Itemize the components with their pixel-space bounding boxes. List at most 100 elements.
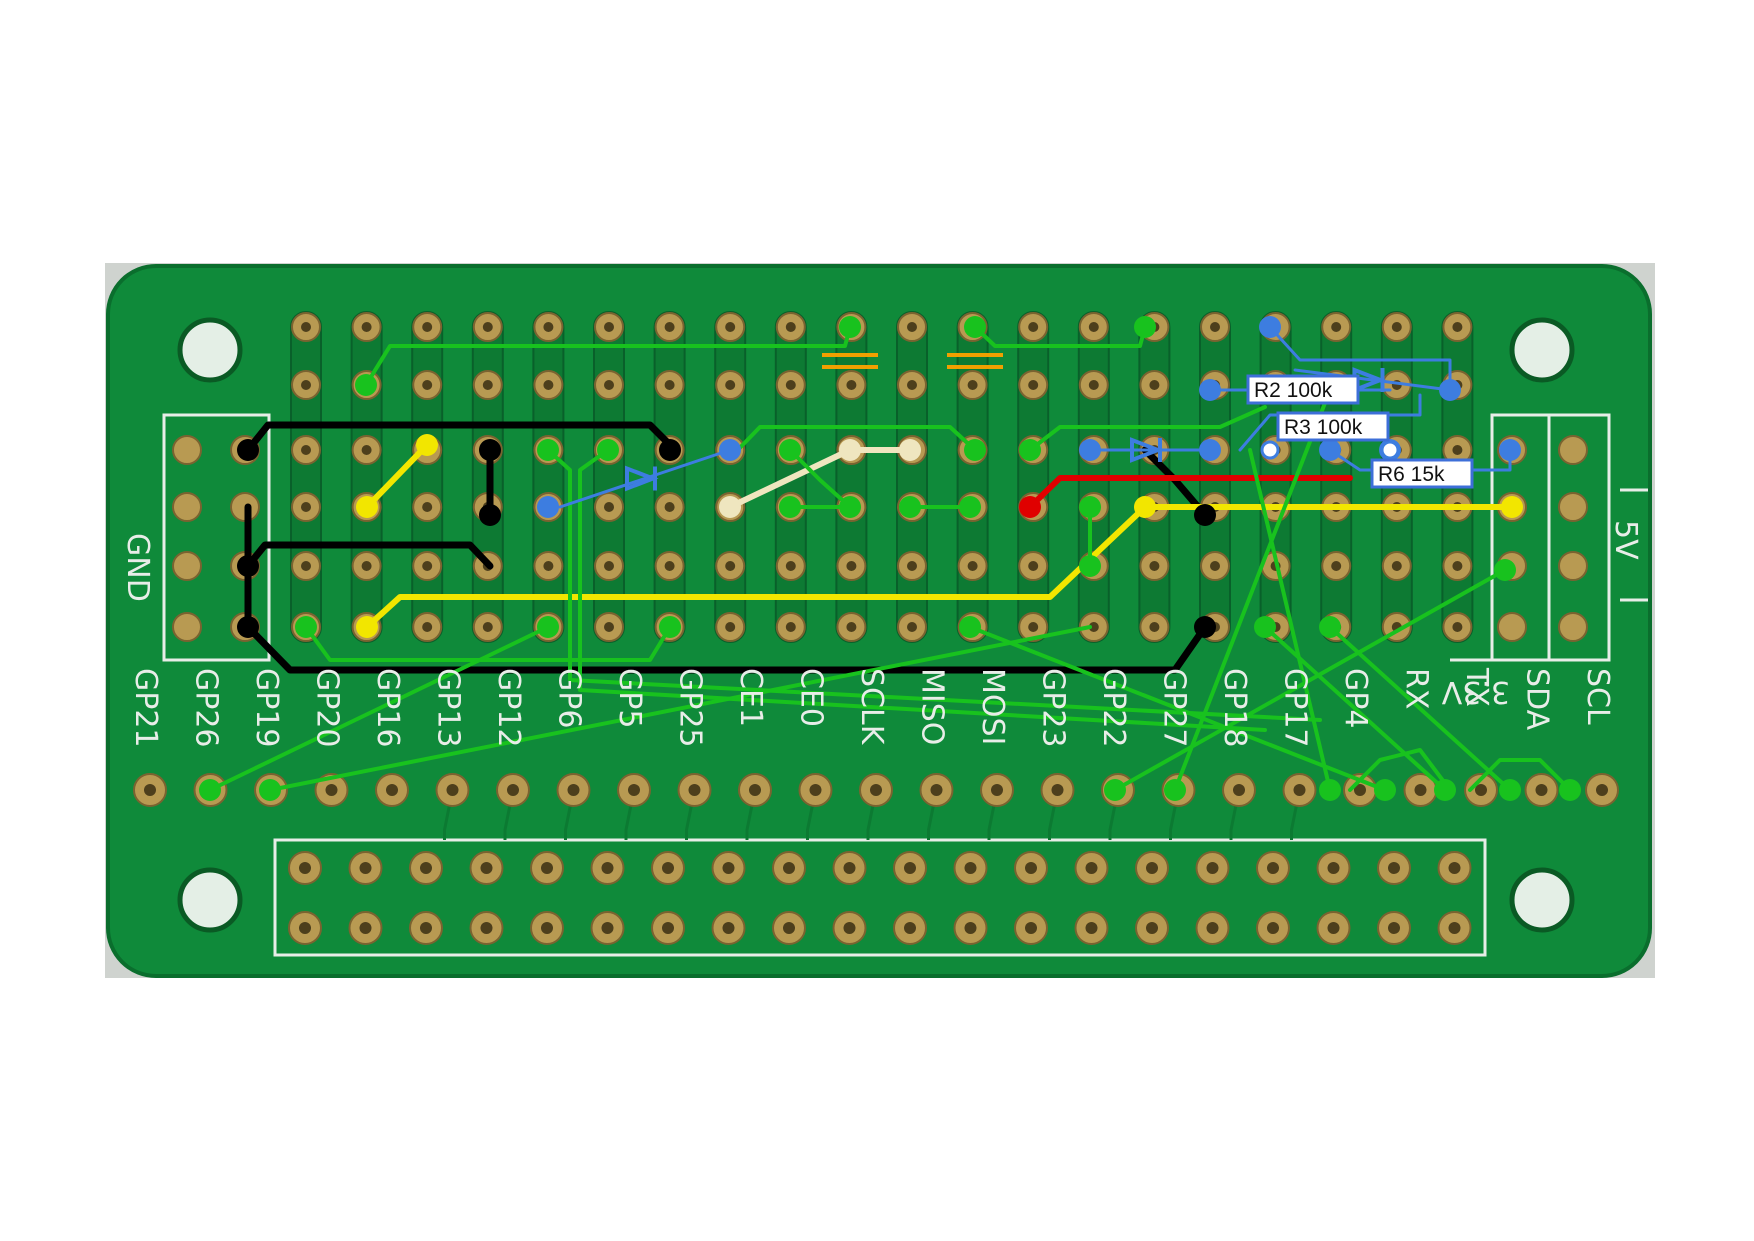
pad-hole <box>664 380 675 390</box>
green-wire <box>546 448 1322 722</box>
strip-track <box>1017 311 1050 643</box>
resistor-r3: R3 100k <box>1276 411 1390 442</box>
resistor-r6-label: R6 15k <box>1378 463 1445 486</box>
gnd-rail-outline <box>162 413 271 662</box>
mounting-hole <box>177 317 243 383</box>
pad-hole <box>482 622 493 632</box>
yellow-dot <box>1501 496 1523 518</box>
pad-hole <box>325 784 338 796</box>
pad-hole <box>725 380 736 390</box>
pad-hole <box>1452 622 1463 632</box>
pad-hole <box>722 862 735 874</box>
pad-hole <box>1085 922 1098 934</box>
green-wire <box>1248 448 1332 792</box>
pad-hole <box>662 922 674 934</box>
black-wire <box>244 541 494 570</box>
green-dot <box>1079 496 1101 518</box>
black-dot <box>479 439 501 461</box>
gnd-label: GND <box>120 533 155 602</box>
pad-hole <box>1293 784 1306 796</box>
pad-hole <box>601 922 614 934</box>
gnd-pad <box>172 551 202 581</box>
pad-hole <box>664 502 675 512</box>
yellow-dot <box>1134 496 1156 518</box>
green-dot <box>295 616 317 638</box>
green-dot <box>1134 316 1156 338</box>
pad-hole <box>991 784 1003 796</box>
green-dot <box>537 439 559 461</box>
black-dot <box>659 439 681 461</box>
pad-hole <box>1354 784 1366 796</box>
pad-hole <box>541 922 553 934</box>
blue-dot <box>719 439 741 461</box>
green-dot <box>1434 779 1456 801</box>
green-dot <box>1019 439 1041 461</box>
pad-hole <box>480 862 493 874</box>
black-dot <box>237 439 259 461</box>
pad-hole <box>1028 380 1039 390</box>
pad-hole <box>846 380 857 390</box>
pad-hole <box>1391 561 1402 571</box>
green-wire <box>268 625 1092 792</box>
yellow-dot <box>356 496 378 518</box>
green-dot <box>959 616 981 638</box>
pad-hole <box>1452 561 1463 571</box>
pad-hole <box>1088 622 1099 632</box>
pad-hole <box>601 862 614 874</box>
pcb-outline <box>106 264 1652 978</box>
diode-d2 <box>1130 437 1164 463</box>
pad-hole <box>1535 784 1548 796</box>
green-dot <box>1079 555 1101 577</box>
green-wire <box>728 425 977 460</box>
pad-hole <box>1028 622 1039 632</box>
pad-hole <box>482 380 493 390</box>
green-dot <box>1164 779 1186 801</box>
pad-hole <box>907 622 917 632</box>
pad-hole <box>907 561 917 571</box>
green-dot <box>959 496 981 518</box>
pad-hole <box>1267 862 1279 874</box>
black-dot <box>1194 504 1216 526</box>
pad-hole <box>543 561 554 571</box>
pad-hole <box>1149 561 1160 571</box>
strip-track <box>290 311 322 643</box>
pad-hole <box>725 561 736 571</box>
pad-hole <box>1206 862 1219 874</box>
pad-hole <box>1331 561 1342 571</box>
pad-hole <box>1085 862 1098 874</box>
green-wire <box>968 625 1387 792</box>
resistor-r6: R6 15k <box>1370 458 1474 489</box>
green-wire <box>1328 625 1512 792</box>
pad-hole <box>604 561 614 571</box>
strip-track <box>956 311 989 643</box>
pad-hole <box>1210 561 1220 571</box>
pad-hole <box>604 322 614 332</box>
pad-hole <box>301 502 311 512</box>
pad-hole <box>359 922 372 934</box>
pad-hole <box>870 784 882 796</box>
pad-hole <box>1475 784 1487 796</box>
blue-dot <box>537 496 559 518</box>
pin-label-ce0: CE0 <box>794 668 829 727</box>
pad-hole <box>907 322 917 332</box>
resistor-r3-label: R3 100k <box>1284 416 1363 439</box>
black-wire <box>244 623 1209 674</box>
blue-dot <box>1499 439 1521 461</box>
green-dot <box>659 616 681 638</box>
pad-hole <box>420 862 432 874</box>
green-dot <box>1104 779 1126 801</box>
pin-label-gp17: GP17 <box>1278 668 1313 748</box>
pad-hole <box>846 622 857 632</box>
pad-hole <box>1146 922 1158 934</box>
green-dot <box>779 439 801 461</box>
pad-hole <box>301 380 311 390</box>
pad-hole <box>1146 862 1158 874</box>
pin-label-gp23: GP23 <box>1036 668 1071 748</box>
green-wire <box>1468 758 1572 792</box>
5v-pad <box>1558 612 1588 642</box>
mounting-hole <box>177 867 243 933</box>
pad-hole <box>1149 622 1160 632</box>
pad-hole <box>725 322 736 332</box>
pin-label-gp21: GP21 <box>128 668 163 748</box>
pad-hole <box>904 922 916 934</box>
